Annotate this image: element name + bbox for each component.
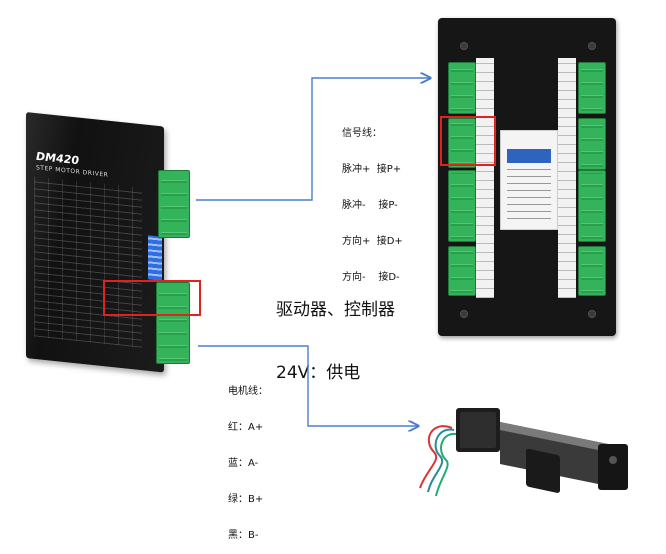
controller-terminal-block: [578, 170, 606, 242]
connection-arrows: [196, 0, 666, 502]
motor-arrow: [198, 345, 418, 426]
signal-wire-note: 信号线： 脉冲+ 接P+ 脉冲- 接P- 方向+ 接D+ 方向- 接D-: [342, 104, 403, 296]
controller-terminal-block: [578, 62, 606, 114]
motor-note-heading: 电机线：: [228, 386, 268, 397]
signal-terminal-block: [158, 170, 190, 238]
driver-motor-terminal-highlight: [103, 280, 201, 316]
brand-logo: [507, 149, 551, 163]
motor-note-line: 红：A+: [228, 422, 264, 433]
slider-carriage: [526, 448, 560, 493]
signal-arrow: [196, 78, 430, 201]
motor-note-line: 黑：B-: [228, 530, 259, 541]
signal-note-line: 脉冲+ 接P+: [342, 164, 402, 175]
stepper-driver: DM420 STEP MOTOR DRIVER: [20, 112, 198, 373]
signal-note-heading: 信号线：: [342, 128, 382, 139]
nameplate-text-lines: [507, 169, 551, 219]
terminal-label-strip: [558, 58, 576, 298]
controller-terminal-block: [448, 246, 476, 296]
motor-note-line: 蓝：A-: [228, 458, 259, 469]
mount-hole: [460, 310, 468, 318]
signal-note-line: 脉冲- 接P-: [342, 200, 398, 211]
signal-note-line: 方向- 接D-: [342, 272, 400, 283]
motor-wire-teal: [427, 428, 455, 493]
end-block: [598, 444, 628, 490]
motor-face: [460, 412, 496, 448]
terminal-label-strip: [476, 58, 494, 298]
controller-terminal-highlight: [440, 116, 496, 166]
controller-terminal-block: [578, 246, 606, 296]
motor-wire-red: [419, 425, 453, 489]
controller-terminal-block: [448, 62, 476, 114]
mount-hole: [460, 42, 468, 50]
mount-hole: [588, 42, 596, 50]
motor-wire-green: [435, 432, 457, 497]
end-block-hole: [609, 456, 617, 464]
rail-top: [500, 422, 608, 452]
controller-terminal-block: [448, 118, 476, 168]
motion-controller: [438, 18, 616, 336]
controller-terminal-block: [578, 118, 606, 170]
power-note-line1: 驱动器、控制器: [276, 300, 395, 320]
motor-note-line: 绿：B+: [228, 494, 264, 505]
motor-terminal-block: [156, 282, 190, 364]
signal-note-line: 方向+ 接D+: [342, 236, 403, 247]
linear-rail: [500, 422, 608, 486]
mount-hole: [588, 310, 596, 318]
power-note-line2: 24V：供电: [276, 363, 361, 383]
power-note: 驱动器、控制器 24V：供电: [276, 258, 395, 405]
controller-terminal-block: [448, 170, 476, 242]
linear-stage-motor: [419, 408, 628, 497]
controller-nameplate: [500, 130, 558, 230]
